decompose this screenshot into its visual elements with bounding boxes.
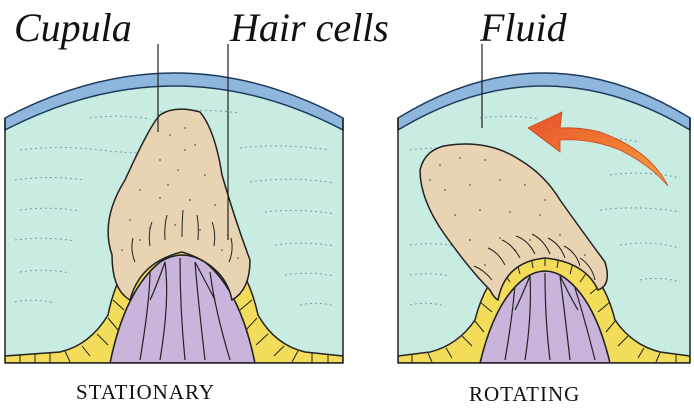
label-hair-cells: Hair cells: [230, 8, 389, 48]
caption-stationary: STATIONARY: [76, 382, 215, 403]
stationary-panel: [5, 44, 343, 363]
label-cupula: Cupula: [14, 8, 132, 48]
caption-rotating: ROTATING: [469, 384, 580, 405]
label-fluid: Fluid: [480, 8, 567, 48]
rotating-panel: [398, 44, 690, 363]
